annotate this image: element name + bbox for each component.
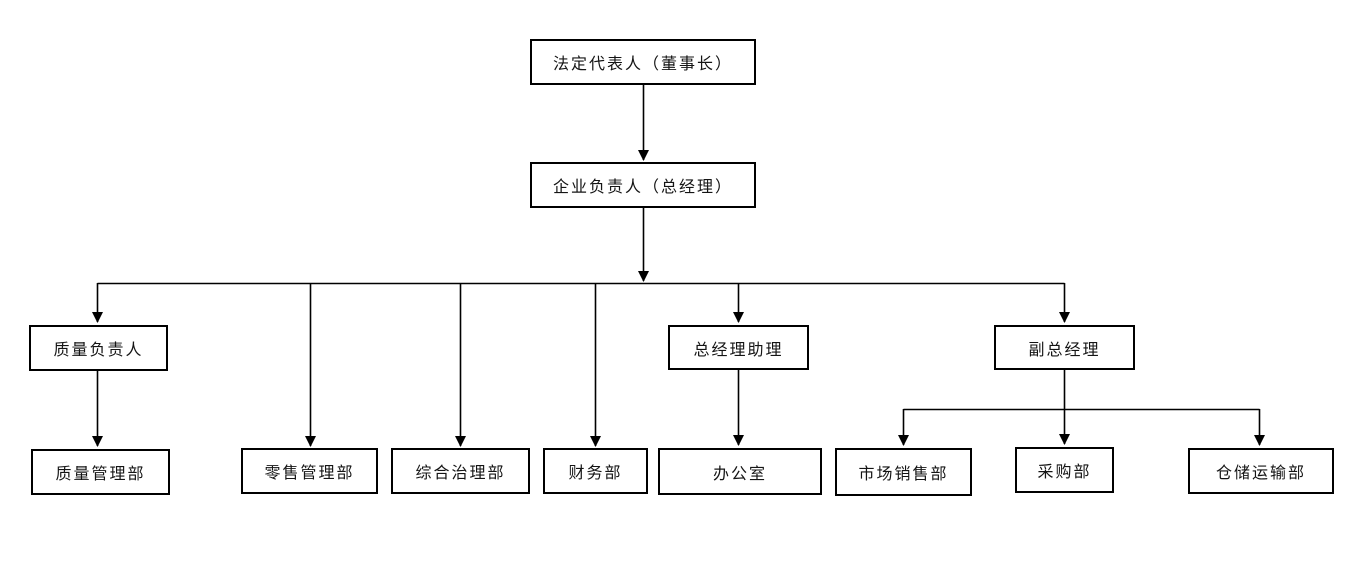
org-node-quality-dept: 质量管理部 (31, 449, 170, 495)
org-node-gm-assistant: 总经理助理 (668, 325, 809, 370)
org-node-general-manager: 企业负责人（总经理） (530, 162, 756, 208)
org-node-finance-dept: 财务部 (543, 448, 648, 494)
org-node-purchasing-dept: 采购部 (1015, 447, 1114, 493)
org-node-chairman: 法定代表人（董事长） (530, 39, 756, 85)
org-node-sales-dept: 市场销售部 (835, 448, 972, 496)
org-node-retail-dept: 零售管理部 (241, 448, 378, 494)
org-node-warehouse-dept: 仓储运输部 (1188, 448, 1334, 494)
org-node-deputy-gm: 副总经理 (994, 325, 1135, 370)
org-node-quality-head: 质量负责人 (29, 325, 168, 371)
org-node-office: 办公室 (658, 448, 822, 495)
org-node-governance-dept: 综合治理部 (391, 448, 530, 494)
